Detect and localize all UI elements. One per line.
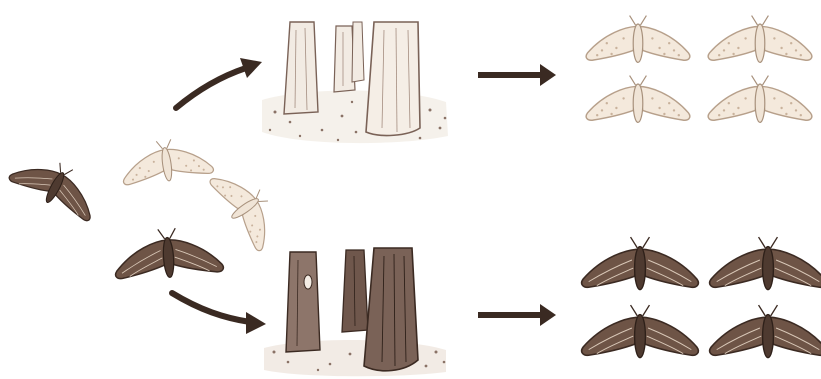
dark-moth-icon xyxy=(582,237,699,290)
light-moth-icon xyxy=(119,134,215,187)
light-offspring-group xyxy=(586,16,812,123)
dark-moth-icon xyxy=(710,237,821,290)
starting-population xyxy=(7,134,289,281)
light-moth-icon xyxy=(586,16,690,63)
light-moth-icon xyxy=(708,16,812,63)
arrow-to-light-offspring-icon xyxy=(478,64,556,86)
light-forest-icon xyxy=(262,22,448,143)
dark-moth-icon xyxy=(582,305,699,358)
arrow-to-dark-offspring-icon xyxy=(478,304,556,326)
dark-moth-icon xyxy=(7,145,106,224)
curved-arrow-down-icon xyxy=(172,293,266,334)
light-moth-icon xyxy=(207,160,289,253)
curved-arrow-up-icon xyxy=(176,58,262,108)
dark-forest-icon xyxy=(264,248,446,376)
dark-offspring-group xyxy=(582,237,821,358)
light-moth-icon xyxy=(708,76,812,123)
light-moth-icon xyxy=(586,76,690,123)
dark-moth-icon xyxy=(710,305,821,358)
dark-moth-icon xyxy=(113,225,224,281)
